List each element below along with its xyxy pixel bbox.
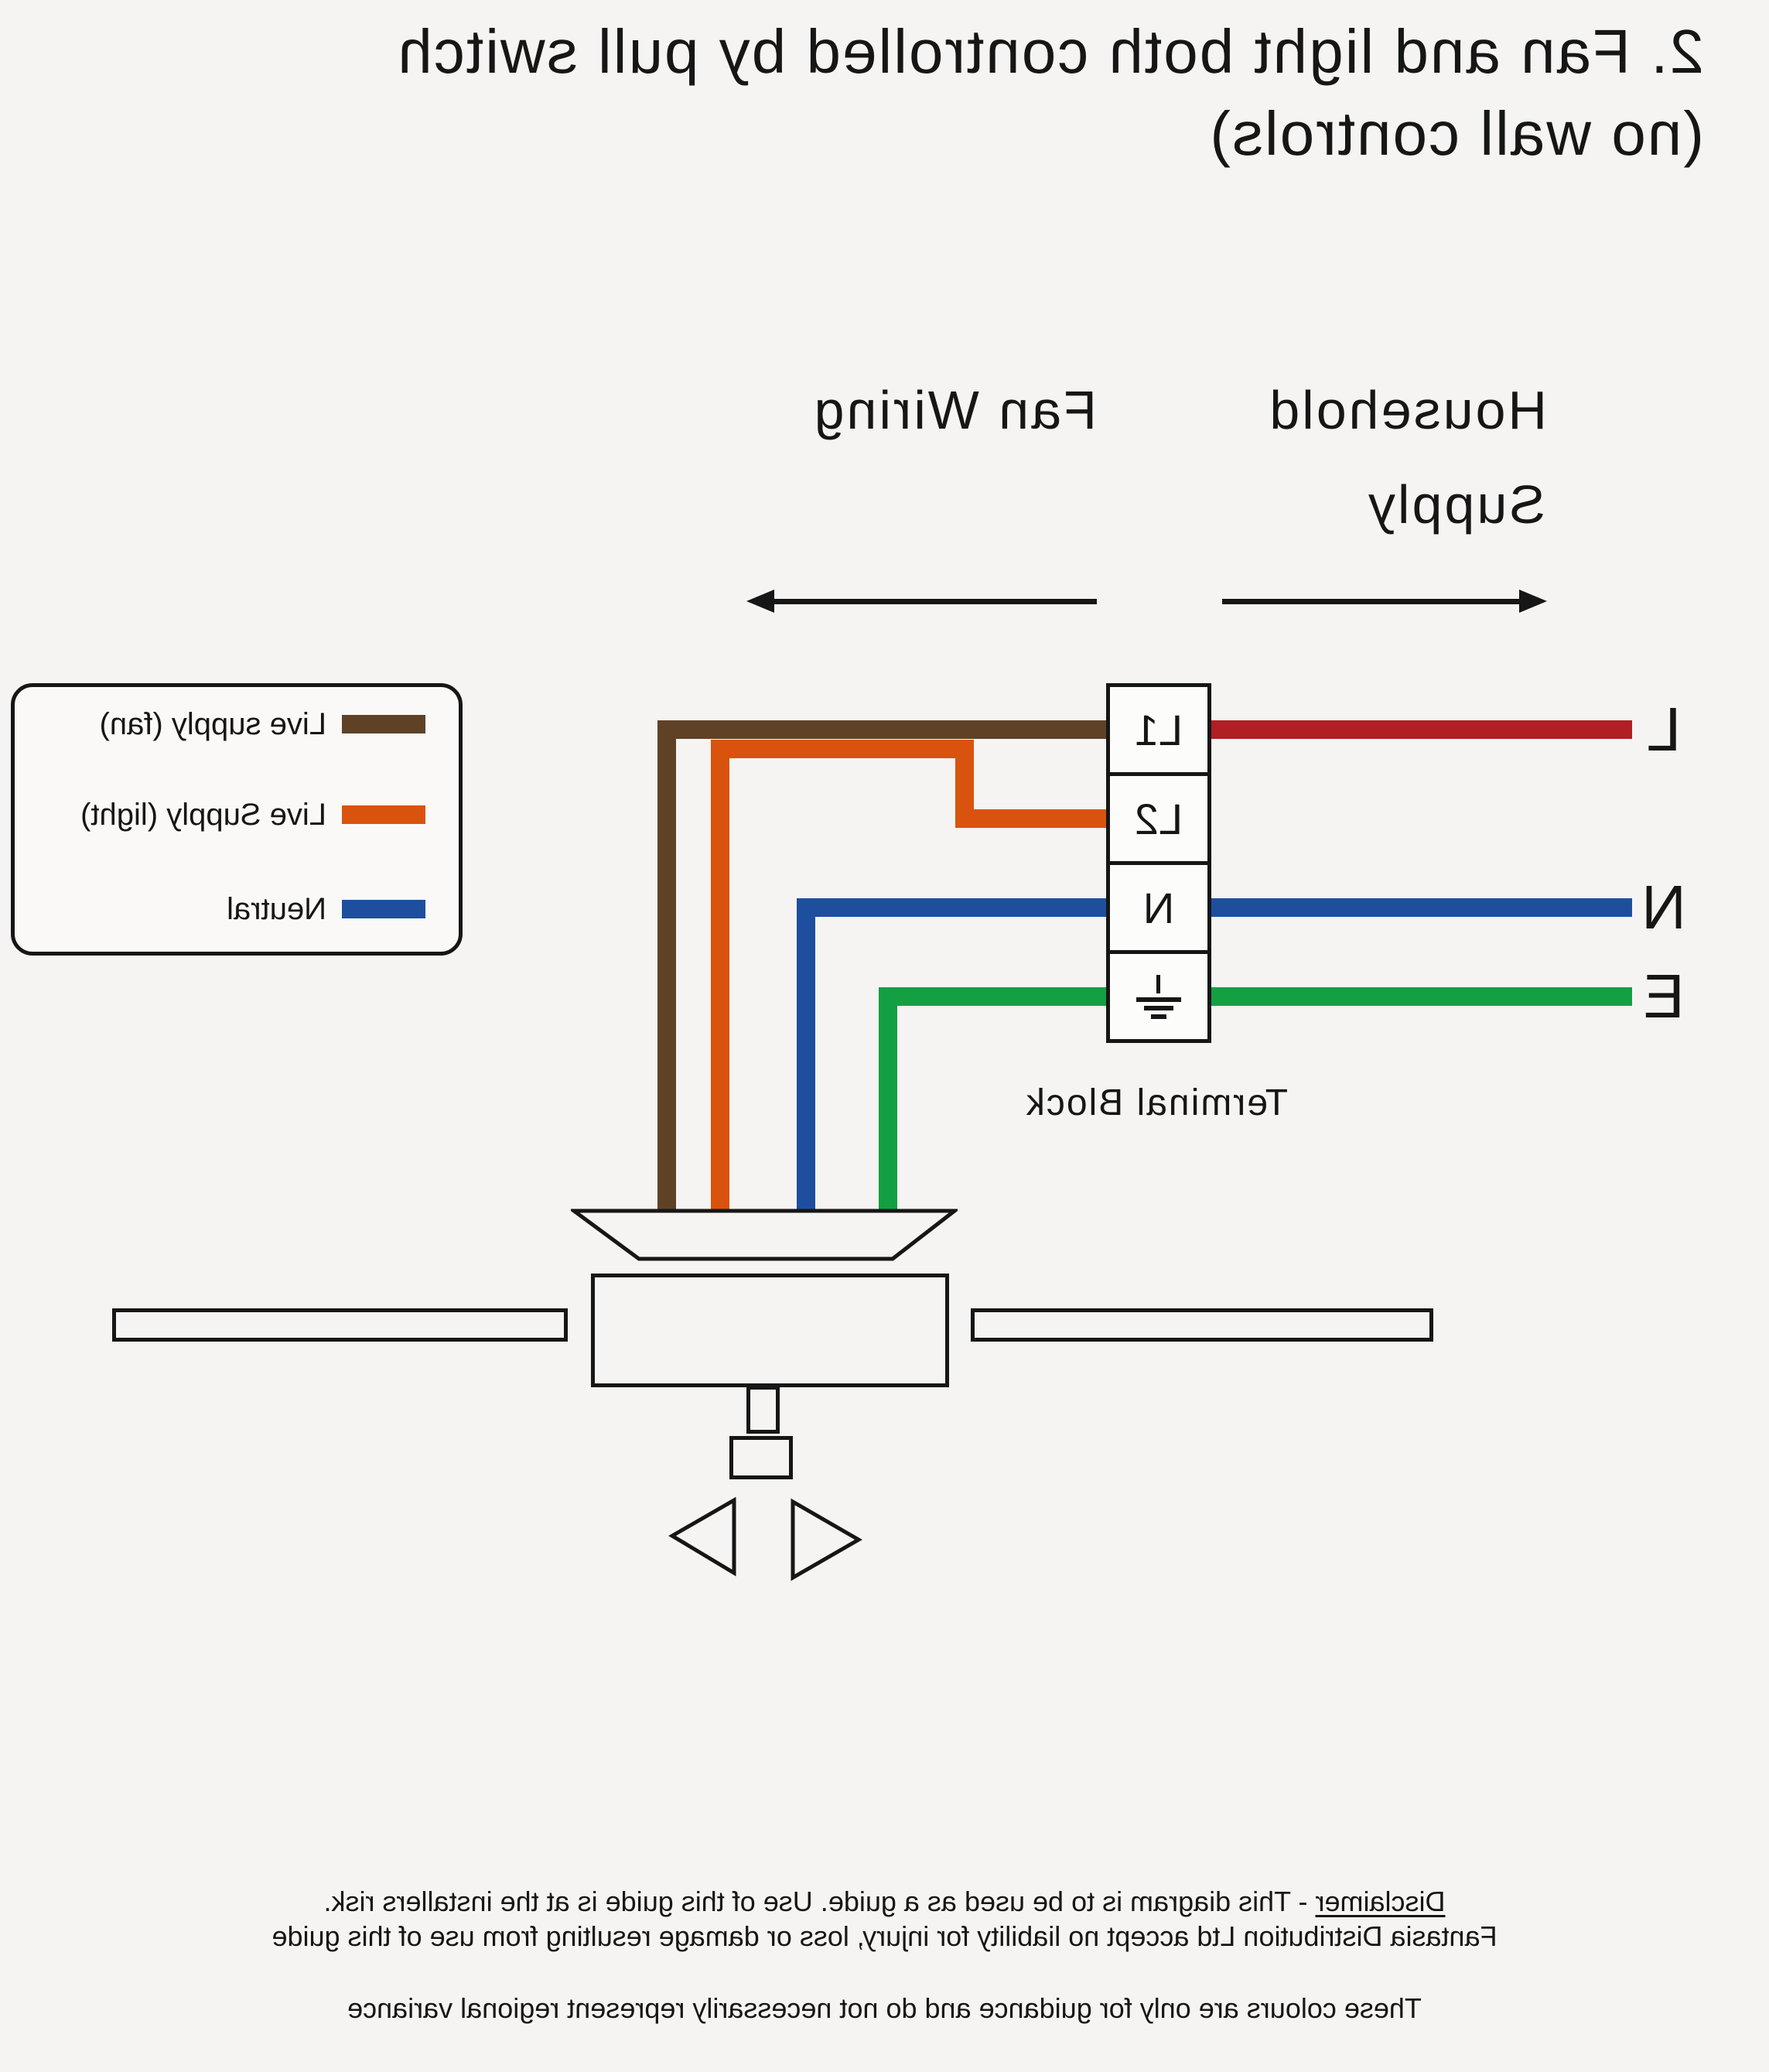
page-title-line1: 2. Fan and light both controlled by pull…: [396, 17, 1704, 86]
fan-blade-left: [971, 1308, 1433, 1342]
wire-live-light-orange-horizontal-2: [711, 740, 974, 758]
terminal-l1-label: L1: [1134, 705, 1183, 754]
arrow-head: [1519, 590, 1547, 613]
terminal-block-label: Terminal Block: [1024, 1082, 1288, 1123]
wire-supply-neutral-blue: [1207, 898, 1632, 917]
household-supply-heading-line1: Household: [1267, 380, 1547, 440]
legend-swatch-live-light: [342, 805, 425, 824]
wire-live-light-orange-vertical: [711, 740, 729, 1213]
earth-symbol-icon: [1136, 974, 1181, 1019]
terminal-earth: [1106, 950, 1211, 1043]
legend: Live supply (fan) Live Supply (light) Ne…: [11, 683, 463, 956]
arrow-shaft: [1222, 599, 1525, 604]
colour-guidance-note: These colours are only for guidance and …: [347, 1992, 1422, 2024]
page-title-line2: (no wall controls): [1208, 99, 1704, 168]
earth-stem: [1156, 974, 1161, 993]
terminal-l2: L2: [1106, 772, 1211, 865]
legend-label-live-light: Live Supply (light): [80, 798, 326, 832]
legend-swatch-neutral: [342, 900, 425, 918]
wire-neutral-blue-vertical: [797, 898, 815, 1213]
disclaimer-line2: Fantasia Distribution Ltd accept no liab…: [271, 1920, 1498, 1952]
supply-label-neutral: N: [1641, 873, 1686, 942]
legend-swatch-live-fan: [342, 715, 425, 733]
fan-blade-right: [112, 1308, 568, 1342]
earth-bar-3: [1151, 1014, 1166, 1019]
earth-bar-1: [1136, 997, 1181, 1002]
arrow-head: [746, 590, 774, 613]
fan-canopy: [571, 1209, 958, 1261]
fan-light-bulbs-icon: [668, 1496, 863, 1581]
wire-earth-green-horizontal: [879, 987, 1110, 1006]
legend-label-neutral: Neutral: [227, 892, 326, 926]
wire-earth-green-vertical: [879, 987, 897, 1213]
terminal-l1: L1: [1106, 683, 1211, 776]
wire-neutral-blue-horizontal: [797, 898, 1110, 917]
supply-label-live: L: [1646, 695, 1682, 764]
earth-bar-2: [1144, 1005, 1173, 1010]
wire-live-fan-brown-horizontal: [657, 720, 1110, 739]
wire-supply-live-red: [1207, 720, 1632, 739]
wire-live-fan-brown-vertical: [657, 720, 676, 1213]
household-supply-heading-line2: Supply: [1365, 474, 1545, 535]
arrow-shaft: [773, 599, 1097, 604]
terminal-n: N: [1106, 861, 1211, 954]
legend-label-live-fan: Live supply (fan): [99, 707, 326, 741]
terminal-block: L1 L2 N: [1106, 683, 1211, 1043]
supply-label-earth: E: [1643, 962, 1685, 1031]
fan-down-rod: [746, 1386, 780, 1434]
terminal-n-label: N: [1142, 883, 1175, 932]
fan-motor-body: [591, 1274, 949, 1387]
wire-live-light-orange-horizontal-1: [955, 809, 1110, 828]
fan-wiring-heading: Fan Wiring: [811, 380, 1097, 440]
wire-supply-earth-green: [1207, 987, 1632, 1006]
fan-switch-housing: [729, 1436, 793, 1479]
disclaimer-text: - This diagram is to be used as a guide.…: [323, 1886, 1316, 1917]
disclaimer-line1: Disclaimer - This diagram is to be used …: [0, 1885, 1769, 1919]
fan-wiring-arrow-right-icon: [746, 590, 1097, 613]
household-supply-arrow-left-icon: [1222, 590, 1547, 613]
terminal-l2-label: L2: [1134, 794, 1183, 843]
disclaimer-word: Disclaimer: [1315, 1886, 1446, 1917]
